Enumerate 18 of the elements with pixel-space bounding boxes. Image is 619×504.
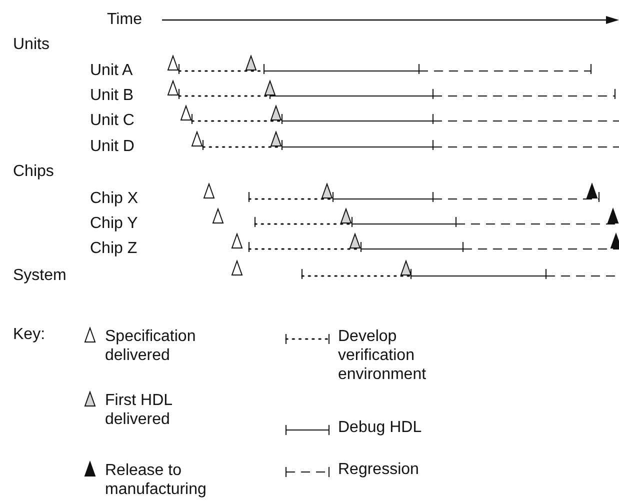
- row-label: System: [13, 266, 66, 285]
- group-label: Chips: [13, 162, 54, 181]
- row-label: Unit A: [90, 61, 133, 80]
- legend-text: Debug HDL: [338, 418, 423, 437]
- legend-text: Develop verification environment: [338, 327, 428, 384]
- row-label: Unit C: [90, 111, 134, 130]
- legend-text: Specification delivered: [105, 327, 197, 365]
- row-label: Unit B: [90, 86, 134, 105]
- legend-title: Key:: [13, 325, 46, 344]
- row-label: Chip X: [90, 189, 138, 208]
- row-label: Unit D: [90, 137, 134, 156]
- row-label: Chip Y: [90, 214, 138, 233]
- group-label: Units: [13, 35, 50, 54]
- legend-text: First HDL delivered: [105, 391, 173, 429]
- row-label: Chip Z: [90, 239, 138, 258]
- legend-text: Release to manufacturing: [105, 461, 208, 499]
- legend-text: Regression: [338, 460, 420, 479]
- axis-label: Time: [107, 10, 142, 29]
